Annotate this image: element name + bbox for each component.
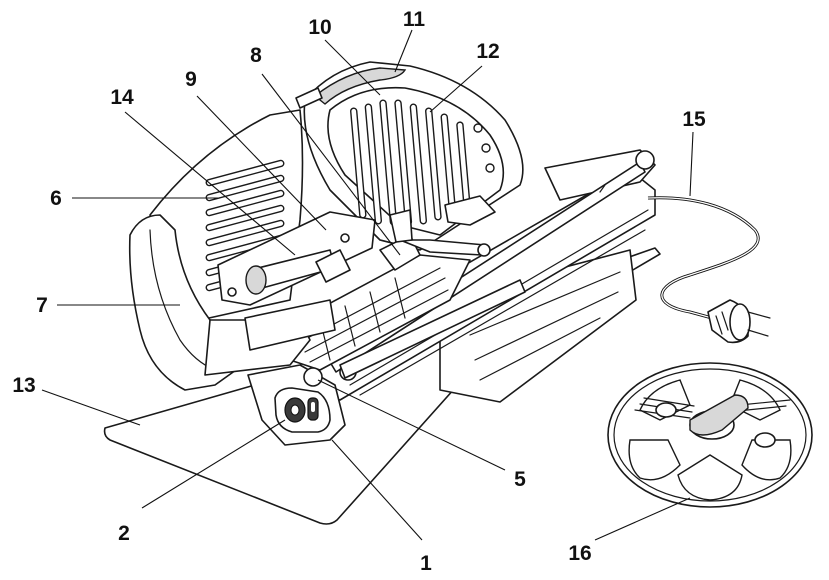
leader-13 (41, 389, 141, 426)
callout-6: 6 (50, 187, 62, 210)
leader-1 (331, 439, 423, 541)
callout-14: 14 (110, 86, 134, 109)
leader-15 (689, 131, 694, 197)
end-plate-inner (149, 229, 216, 371)
power-cord (647, 196, 760, 320)
callout-15: 15 (682, 108, 706, 131)
leader-16 (594, 497, 691, 541)
leader-5 (317, 379, 506, 471)
food-holder (607, 362, 813, 508)
housing-panel (469, 271, 621, 381)
leader-12 (429, 65, 483, 113)
callout-16: 16 (568, 542, 591, 565)
blade-bracket (444, 195, 496, 226)
rail-end-knob (635, 150, 655, 170)
bracket-screw (227, 287, 237, 297)
power-cord-inner (647, 197, 759, 319)
rod-lower (339, 279, 526, 379)
power-switch-center (290, 404, 300, 416)
leader-10 (324, 39, 381, 96)
leader-11 (394, 29, 413, 73)
callout-2: 2 (118, 522, 130, 545)
callout-10: 10 (308, 16, 331, 39)
leader-8 (261, 73, 401, 256)
cover-rim (313, 67, 407, 105)
leader-14 (124, 111, 296, 256)
blade-slots (350, 99, 495, 226)
thickness-knob-grip (315, 249, 351, 283)
callout-9: 9 (185, 68, 197, 91)
callout-13: 13 (12, 374, 35, 397)
thickness-knob (245, 265, 267, 295)
callout-5: 5 (514, 468, 526, 491)
power-plug (707, 299, 771, 344)
end-plate-bar (244, 299, 336, 351)
foot-knob (303, 367, 323, 387)
callout-8: 8 (250, 44, 262, 67)
rail-top (544, 149, 656, 201)
callout-11: 11 (403, 8, 426, 31)
carriage-pivot (389, 209, 413, 243)
leader-9 (196, 95, 327, 231)
cover-handle (295, 87, 323, 109)
callout-7: 7 (36, 294, 48, 317)
safety-switch-mark (311, 402, 315, 412)
leader-2 (141, 419, 286, 509)
carriage-knob-end (477, 243, 491, 257)
bracket-screw-2 (340, 233, 350, 243)
callout-12: 12 (476, 40, 499, 63)
callout-1: 1 (420, 552, 432, 575)
